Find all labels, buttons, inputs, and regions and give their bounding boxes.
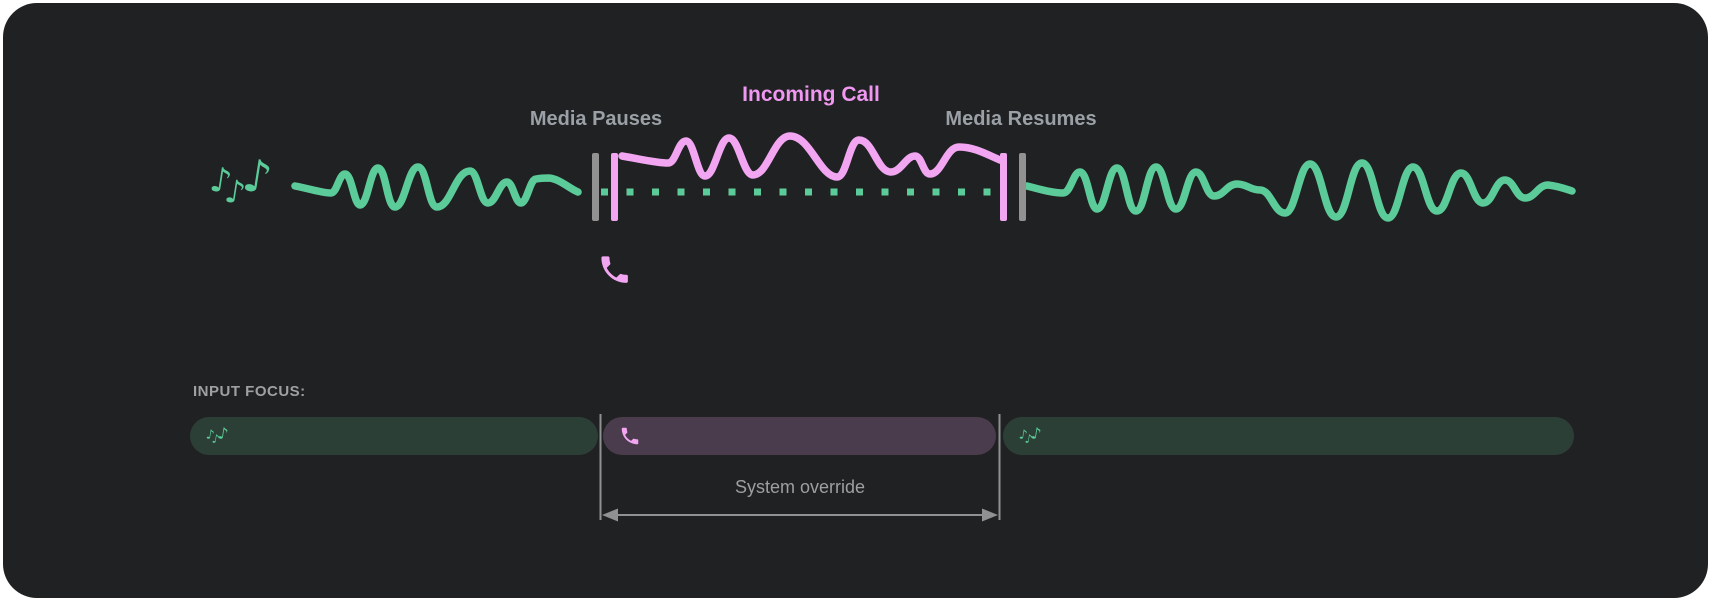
music-notes-icon: ♪ ♪ ♪ bbox=[1018, 423, 1045, 446]
media-resume-marker-gray bbox=[1019, 153, 1026, 221]
override-arrowhead-left bbox=[602, 508, 618, 522]
music-notes-icon: ♪ ♪ ♪ bbox=[207, 148, 276, 216]
focus-segment-media-after-call: ♪ ♪ ♪ bbox=[1003, 417, 1574, 455]
input-focus-heading: INPUT FOCUS: bbox=[193, 383, 306, 400]
incoming-call-label: Incoming Call bbox=[742, 83, 880, 106]
phone-icon bbox=[621, 427, 639, 445]
call-start-marker-pink bbox=[611, 153, 618, 221]
media-resumes-label: Media Resumes bbox=[945, 108, 1097, 130]
focus-segment-media-before-call: ♪ ♪ ♪ bbox=[190, 417, 598, 455]
call-end-marker-pink bbox=[1000, 153, 1007, 221]
music-note-glyph: ♪ bbox=[239, 148, 276, 205]
music-note-glyph: ♪ bbox=[216, 423, 230, 444]
override-arrowhead-right bbox=[982, 508, 998, 522]
focus-segment-incoming-call bbox=[603, 417, 996, 455]
music-note-glyph: ♪ bbox=[1029, 423, 1043, 444]
media-pause-marker-gray bbox=[592, 153, 599, 221]
music-notes-icon: ♪ ♪ ♪ bbox=[205, 423, 232, 446]
dark-canvas bbox=[3, 3, 1708, 598]
system-override-guides bbox=[599, 414, 1001, 520]
system-override-label: System override bbox=[734, 477, 866, 497]
call-wave bbox=[618, 132, 1004, 181]
media-pauses-label: Media Pauses bbox=[529, 108, 663, 130]
media-wave-left bbox=[291, 163, 582, 211]
media-wave-right bbox=[1023, 159, 1576, 222]
phone-icon bbox=[601, 256, 628, 283]
